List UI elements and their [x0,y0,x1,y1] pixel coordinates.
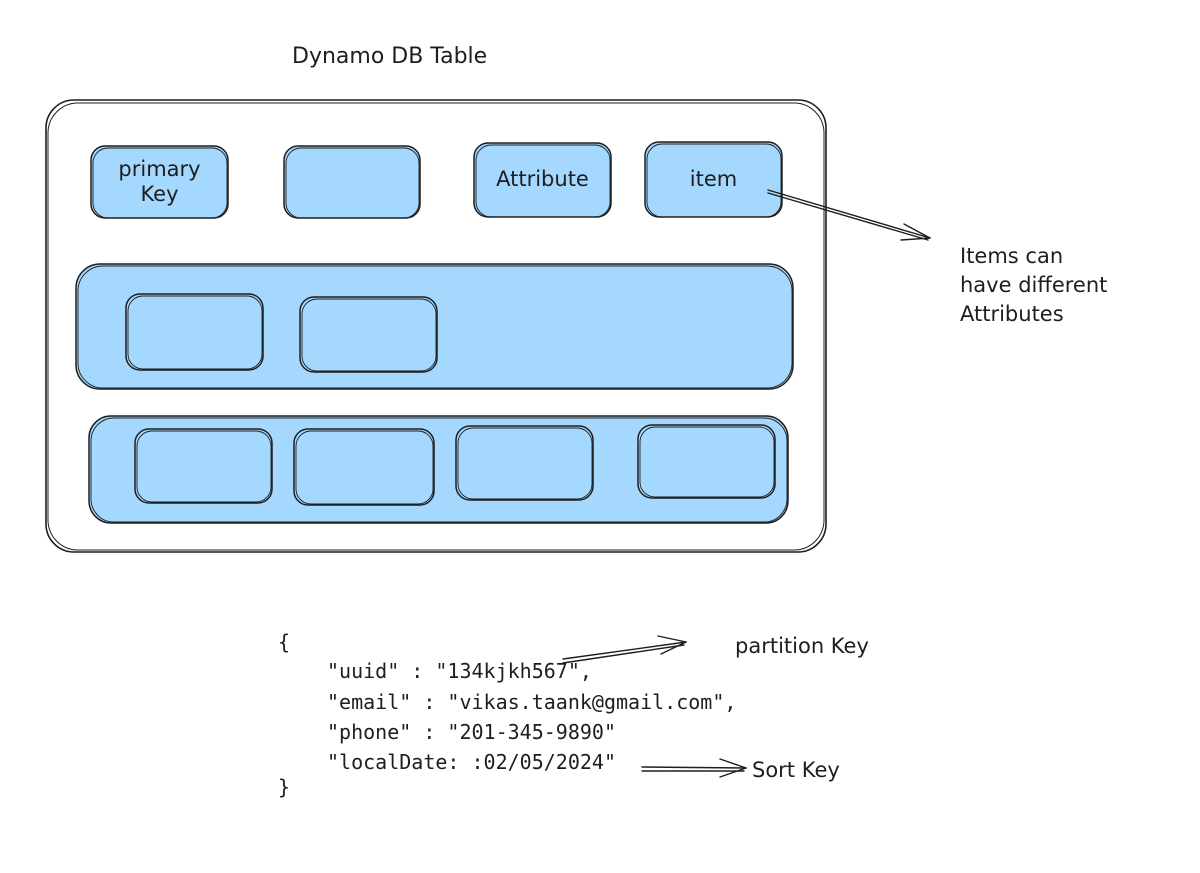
arrow-sort-key [641,758,747,778]
attribute-label: Attribute [496,167,589,192]
cell-empty [283,145,421,219]
row-1-attribute-1 [125,293,264,371]
primary-key-label: primary Key [118,156,201,206]
table-container [45,99,827,553]
item-label: item [689,166,738,191]
partition-key-label: partition Key [735,634,869,658]
row-1-attribute-2 [299,296,438,373]
diagram-title: Dynamo DB Table [292,44,488,69]
arrow-partition-key [562,635,687,664]
json-line-uuid: "uuid" : "134kjkh567", [327,659,592,683]
json-close-brace: } [278,775,291,799]
row-2-attribute-1 [134,428,273,504]
json-line-phone: "phone" : "201-345-9890" [327,720,616,744]
items-attributes-note: Items can have different Attributes [960,244,1108,326]
row-2-attribute-2 [293,428,435,506]
json-line-local-date: "localDate: :02/05/2024" [327,750,616,774]
row-2-attribute-4 [637,424,776,499]
sort-key-label: Sort Key [752,758,840,782]
arrow-item-to-note [767,189,931,241]
json-line-email: "email" : "vikas.taank@gmail.com", [327,690,737,714]
cell-item [644,141,783,218]
row-2-attribute-3 [455,425,594,501]
json-open-brace: { [278,630,291,654]
cell-primary-key [90,145,229,219]
cell-attribute [473,142,612,218]
